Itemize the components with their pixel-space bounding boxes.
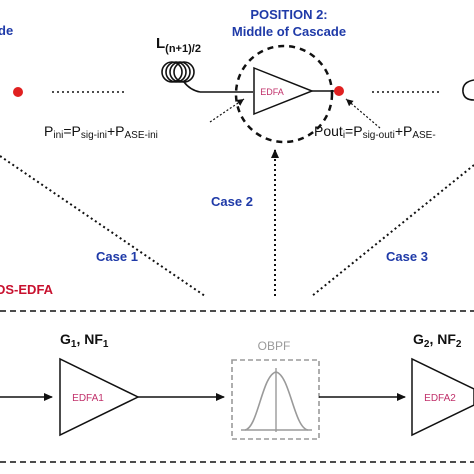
position2-highlight-circle <box>234 44 334 144</box>
edfa-amplifier-top: EDFA <box>253 66 315 116</box>
edfa2-amplifier: EDFA2 <box>411 357 474 437</box>
case2-label: Case 2 <box>211 194 253 209</box>
svg-text:EDFA1: EDFA1 <box>72 393 104 404</box>
pin-equation: Pini=Psig-ini+PASE-ini <box>44 123 158 141</box>
svg-text:EDFA: EDFA <box>260 87 284 97</box>
signal-point-output <box>334 86 344 96</box>
fiber-spool-icon <box>161 61 201 93</box>
stage1-gain-nf-label: G1, NF1 <box>60 331 109 350</box>
position2-title: POSITION 2: <box>250 7 327 22</box>
pin-pointer-arrow <box>209 98 245 123</box>
case3-dotted-line <box>311 164 474 297</box>
position2-subtitle: Middle of Cascade <box>232 24 346 39</box>
section-label-partial: DS-EDFA <box>0 282 54 297</box>
svg-text:EDFA2: EDFA2 <box>424 393 456 404</box>
fiber-spool-partial-icon <box>462 79 474 101</box>
position1-label-partial: de <box>0 23 13 38</box>
obpf-label: OBPF <box>258 339 291 353</box>
fiber-length-label: L(n+1)/2 <box>156 35 201 55</box>
obpf-filter-icon <box>231 359 320 440</box>
signal-point-left <box>13 87 23 97</box>
pout-pointer-arrow <box>345 98 381 129</box>
case1-dotted-line <box>0 155 206 297</box>
edfa1-amplifier: EDFA1 <box>59 357 140 437</box>
stage2-gain-nf-label: G2, NF2 <box>413 331 462 350</box>
case1-label: Case 1 <box>96 249 138 264</box>
case3-label: Case 3 <box>386 249 428 264</box>
pout-equation: Pouti=Psig-outi+PASE- <box>314 123 436 141</box>
